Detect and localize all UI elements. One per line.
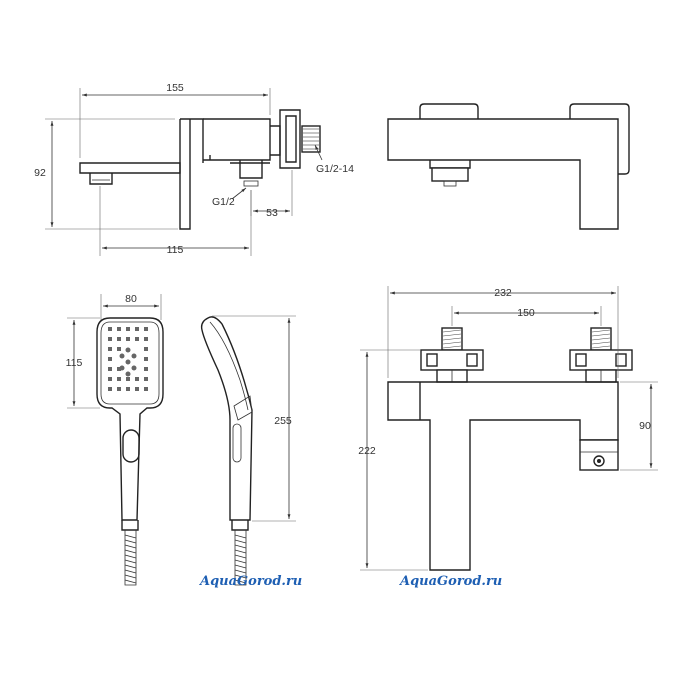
label-g12-14: G1/2-14	[314, 144, 354, 175]
watermark-right: AquaGorod.ru	[398, 574, 502, 589]
dimension-53: 53	[250, 170, 293, 219]
dim-offset: 53	[266, 207, 278, 219]
label-g12: G1/2	[212, 187, 247, 208]
dim-spout-length: 115	[167, 244, 184, 256]
dimension-155: 155	[79, 82, 271, 158]
dimension-90: 90	[620, 381, 658, 471]
mixer-front-view	[387, 327, 633, 571]
dim-height: 92	[34, 167, 46, 179]
dim-width: 80	[125, 293, 137, 305]
hand-shower-front	[96, 317, 164, 586]
dim-overall-length: 155	[166, 82, 184, 94]
mixer-top-view	[387, 103, 630, 230]
dim-total-length: 255	[274, 415, 292, 427]
dimension-115-shower: 115	[66, 317, 100, 409]
dim-overall-height: 222	[358, 445, 376, 457]
dim-overall-width: 232	[494, 287, 512, 299]
watermark-left: AquaGorod.ru	[198, 574, 302, 589]
dim-center-distance: 150	[517, 307, 535, 319]
hand-shower-side	[200, 316, 253, 586]
thread-outlet-label: G1/2	[212, 196, 235, 208]
dimension-80: 80	[100, 293, 162, 320]
dimension-150: 150	[451, 306, 602, 326]
dimension-222: 222	[358, 349, 428, 571]
thread-inlet-label: G1/2-14	[316, 163, 354, 175]
dimension-255: 255	[212, 315, 296, 522]
dimension-92: 92	[34, 118, 178, 230]
dimension-232: 232	[387, 286, 619, 378]
nozzle-grid	[108, 327, 148, 391]
dim-head-height: 115	[66, 357, 83, 369]
dim-body-height: 90	[639, 420, 651, 432]
